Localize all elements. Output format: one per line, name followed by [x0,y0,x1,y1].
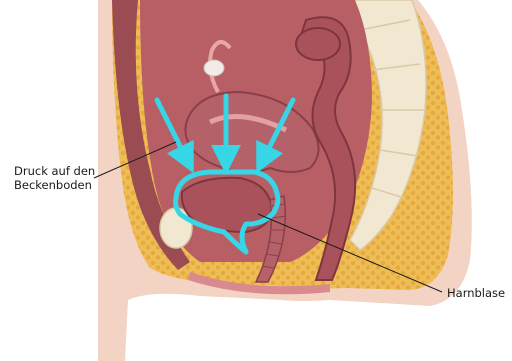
bladder-label: Harnblase [447,286,505,300]
pressure-label: Druck auf den Beckenboden [14,164,95,192]
pressure-label-line1: Druck auf den [14,164,95,178]
pressure-label-line2: Beckenboden [14,178,95,192]
colon-loop [296,28,340,60]
ovary [204,60,224,76]
